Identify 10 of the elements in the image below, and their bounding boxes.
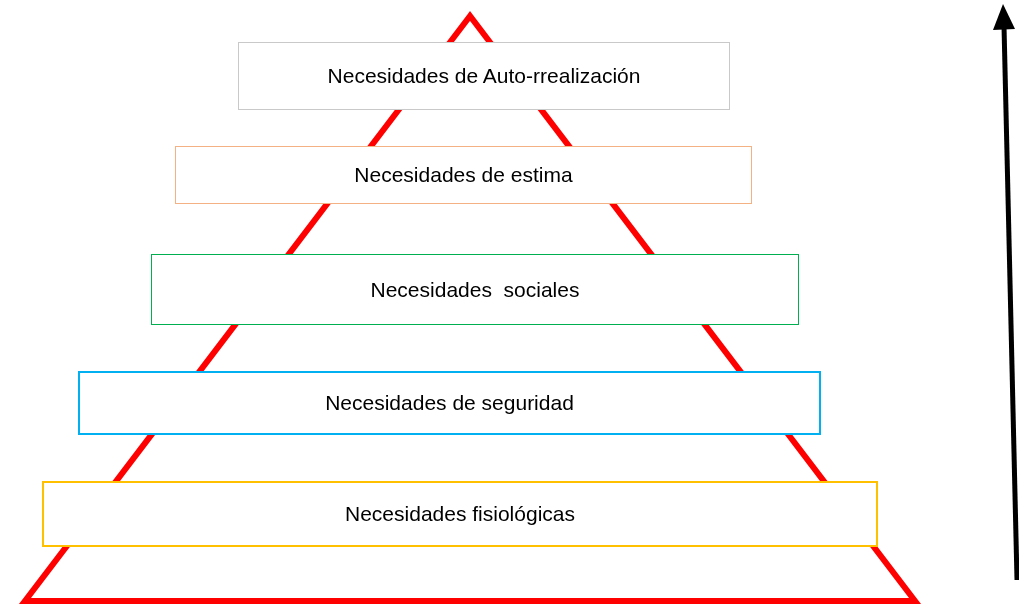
- level-box: [78, 371, 821, 435]
- level-label: Necesidades sociales: [370, 277, 580, 302]
- level-label: Necesidades de Auto-rrealización: [327, 64, 641, 88]
- level-box: [175, 146, 752, 204]
- level-box: [42, 481, 878, 547]
- level-label: Necesidades de estima: [354, 163, 573, 187]
- level-box: [151, 254, 799, 325]
- level-label: Necesidades fisiológicas: [345, 502, 575, 526]
- level-label: Necesidades de seguridad: [325, 391, 574, 415]
- level-box: [238, 42, 730, 110]
